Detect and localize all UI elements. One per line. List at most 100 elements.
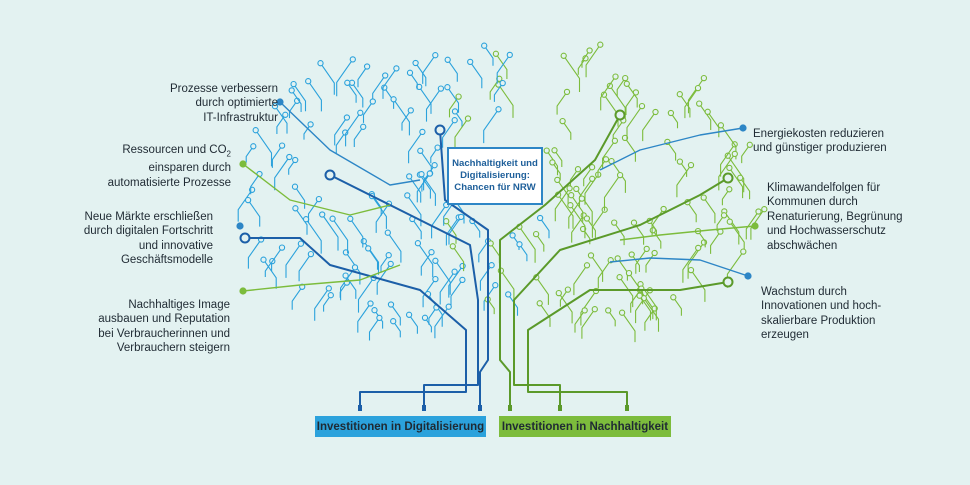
trunk-end-circle	[239, 232, 251, 244]
twig-branch	[293, 83, 307, 112]
twig-branch	[487, 299, 495, 315]
twig-branch	[625, 92, 637, 115]
twig-branch	[390, 304, 401, 326]
twig-branch	[698, 103, 712, 130]
twig-branch	[556, 91, 568, 115]
twig-node	[549, 159, 556, 166]
twig-node	[363, 63, 371, 70]
twig-node	[444, 84, 451, 91]
twig-node	[737, 174, 744, 181]
twig-branch	[417, 242, 434, 278]
trunk-line	[439, 129, 489, 408]
twig-node	[687, 266, 695, 274]
twig-branch	[411, 218, 422, 240]
twig-node	[643, 245, 650, 253]
twig-branch	[546, 150, 559, 176]
trunk-line	[599, 127, 744, 171]
twig-branch	[727, 155, 745, 193]
twig-branch	[368, 317, 380, 341]
twig-branch	[684, 87, 699, 119]
twig-node	[451, 268, 458, 275]
twig-branch	[573, 264, 588, 296]
twig-node	[449, 243, 456, 250]
twig-node	[566, 185, 573, 192]
twig-node	[499, 79, 506, 87]
twig-node	[731, 150, 738, 158]
twig-node	[651, 249, 658, 257]
label-connector-dot	[239, 160, 247, 168]
twig-node	[695, 244, 702, 252]
twig-node	[587, 252, 595, 259]
twig-branch	[445, 217, 460, 246]
label-connector-dot	[236, 222, 244, 230]
trunk-root-tick	[358, 405, 362, 411]
twig-node	[384, 229, 391, 236]
twig-branch	[332, 218, 349, 254]
twig-branch	[421, 173, 431, 192]
twig-branch	[597, 158, 607, 178]
twig-branch	[585, 44, 601, 78]
label-connector-dot	[239, 287, 247, 295]
twig-branch	[274, 156, 290, 191]
label-ressourcen: Ressourcen und CO2 einsparen durch autom…	[107, 143, 231, 189]
twig-branch	[600, 76, 616, 111]
twig-node	[297, 240, 305, 247]
label-wachstum: Wachstum durch Innovationen und hoch- sk…	[761, 285, 882, 342]
twig-node	[432, 257, 439, 264]
twig-node	[387, 260, 394, 268]
twig-branch	[580, 290, 597, 326]
twig-branch	[264, 260, 273, 277]
twig-branch	[583, 166, 593, 187]
twig-node	[444, 56, 451, 63]
twig-branch	[247, 199, 261, 227]
twig-branch	[353, 126, 364, 147]
twig-node	[412, 59, 419, 67]
twig-node	[464, 115, 472, 122]
twig-node	[302, 216, 310, 223]
twig-branch	[409, 72, 418, 90]
twig-node	[628, 251, 635, 258]
twig-node	[315, 195, 323, 203]
trunk-end-circle	[324, 169, 336, 181]
twig-branch	[478, 240, 489, 263]
twig-branch	[345, 112, 361, 147]
twig-node	[559, 117, 566, 125]
twig-node	[432, 275, 439, 283]
twig-node	[252, 127, 259, 134]
twig-node	[717, 122, 725, 129]
twig-node	[414, 240, 422, 247]
twig-node	[567, 202, 574, 209]
twig-branch	[570, 194, 584, 222]
twig-branch	[563, 55, 581, 92]
twig-branch	[422, 54, 436, 84]
twig-branch	[367, 248, 379, 270]
twig-node	[457, 213, 465, 221]
twig-branch	[626, 83, 638, 108]
twig-branch	[745, 211, 759, 240]
twig-branch	[452, 245, 465, 272]
label-prozesse: Prozesse verbessern durch optimierte IT-…	[169, 82, 278, 124]
twig-branch	[607, 310, 616, 327]
twig-branch	[557, 194, 574, 229]
twig-node	[726, 218, 733, 225]
twig-node	[385, 252, 392, 259]
twig-branch	[471, 220, 481, 238]
twig-node	[382, 72, 389, 79]
twig-branch	[616, 77, 626, 97]
twig-branch	[496, 54, 511, 84]
twig-branch	[697, 230, 706, 248]
twig-node	[459, 276, 466, 284]
twig-node	[560, 52, 567, 59]
twig-node	[419, 128, 426, 136]
twig-branch	[551, 162, 561, 181]
twig-node	[244, 196, 252, 204]
twig-branch	[577, 57, 586, 75]
trunk-line	[329, 174, 479, 408]
twig-branch	[387, 232, 402, 263]
twig-branch	[718, 153, 736, 191]
twig-branch	[446, 86, 460, 113]
twig-branch	[493, 82, 504, 102]
twig-branch	[349, 218, 364, 248]
